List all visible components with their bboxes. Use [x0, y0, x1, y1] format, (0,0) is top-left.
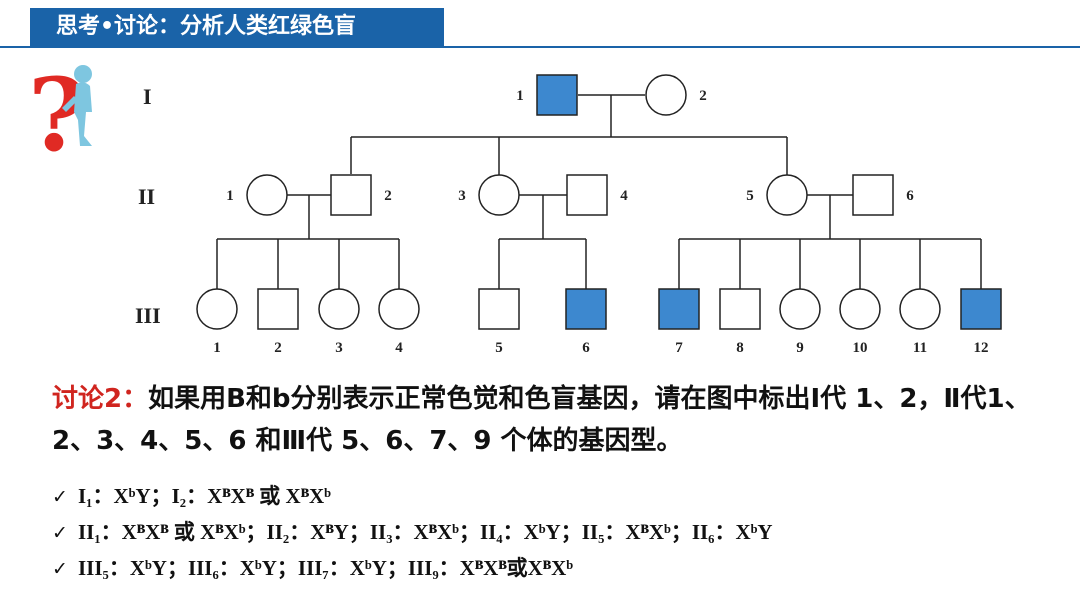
page-title: 思考•讨论：分析人类红绿色盲 [30, 8, 444, 46]
gen3-female-10 [839, 288, 881, 330]
answer-row: ✓ I₁：XᵇY；I₂：XᴮXᴮ 或 XᴮXᵇ [52, 478, 1062, 514]
gen3-number-10: 10 [853, 340, 868, 356]
gen3-number-5: 5 [495, 340, 503, 356]
gen3-male-12-affected [960, 288, 1002, 330]
gen3-number-1: 1 [213, 340, 221, 356]
gen3-female-1 [196, 288, 238, 330]
gen2-number-4: 4 [620, 188, 628, 204]
gen3-number-2: 2 [274, 340, 282, 356]
title-divider [0, 46, 1080, 48]
gen3-number-3: 3 [335, 340, 343, 356]
gen3-female-3 [318, 288, 360, 330]
check-icon: ✓ [52, 486, 68, 508]
discussion-question: 讨论2：如果用B和b分别表示正常色觉和色盲基因，请在图中标出Ⅰ代 1、2，Ⅱ代1… [52, 378, 1052, 462]
gen3-male-5 [478, 288, 520, 330]
gen3-female-4 [378, 288, 420, 330]
gen3-number-9: 9 [796, 340, 804, 356]
gen3-male-2 [257, 288, 299, 330]
gen2-male-6 [852, 174, 894, 216]
gen3-number-6: 6 [582, 340, 590, 356]
gen2-female-3 [478, 174, 520, 216]
question-mark-icon: ? [28, 56, 92, 174]
gen3-number-7: 7 [675, 340, 683, 356]
gen1-number-2: 2 [699, 88, 707, 104]
gen3-number-8: 8 [736, 340, 744, 356]
gen1-female-2 [645, 74, 687, 116]
gen3-female-11 [899, 288, 941, 330]
generation-label-3: III [135, 303, 161, 328]
answer-text: II₁：XᴮXᴮ 或 XᴮXᵇ；II₂：XᴮY；II₃：XᴮXᵇ；II₄：XᵇY… [78, 520, 773, 544]
answer-row: ✓ II₁：XᴮXᴮ 或 XᴮXᵇ；II₂：XᴮY；II₃：XᴮXᵇ；II₄：Xᵇ… [52, 514, 1062, 550]
check-icon: ✓ [52, 558, 68, 580]
gen1-male-1-affected [536, 74, 578, 116]
gen3-number-12: 12 [974, 340, 989, 356]
check-icon: ✓ [52, 522, 68, 544]
gen2-number-2: 2 [384, 188, 392, 204]
discussion-tag: 讨论2： [52, 384, 149, 414]
gen1-number-1: 1 [516, 88, 524, 104]
gen2-female-5 [766, 174, 808, 216]
pedigree-lines [216, 94, 982, 290]
answer-list: ✓ I₁：XᵇY；I₂：XᴮXᴮ 或 XᴮXᵇ ✓ II₁：XᴮXᴮ 或 XᴮXᵇ；… [52, 478, 1062, 586]
gen2-number-1: 1 [226, 188, 234, 204]
answer-row: ✓ III₅：XᵇY；III₆：XᵇY；III₇：XᵇY；III₉：XᴮXᴮ或Xᴮ… [52, 550, 1062, 586]
discussion-text: 如果用B和b分别表示正常色觉和色盲基因，请在图中标出Ⅰ代 1、2，Ⅱ代1、2、3… [52, 384, 1031, 456]
gen2-male-2 [330, 174, 372, 216]
generation-label-2: II [138, 184, 155, 209]
gen3-male-8 [719, 288, 761, 330]
gen3-male-7-affected [658, 288, 700, 330]
answer-text: III₅：XᵇY；III₆：XᵇY；III₇：XᵇY；III₉：XᴮXᴮ或XᴮX… [78, 556, 574, 580]
generation-label-1: I [143, 84, 152, 109]
gen2-number-6: 6 [906, 188, 914, 204]
gen3-female-9 [779, 288, 821, 330]
gen3-male-6-affected [565, 288, 607, 330]
gen2-female-1 [246, 174, 288, 216]
gen2-number-3: 3 [458, 188, 466, 204]
gen3-number-4: 4 [395, 340, 403, 356]
gen2-number-5: 5 [746, 188, 754, 204]
pedigree-chart: ? I II III [28, 56, 1002, 356]
answer-text: I₁：XᵇY；I₂：XᴮXᴮ 或 XᴮXᵇ [78, 484, 331, 508]
gen2-male-4 [566, 174, 608, 216]
gen3-number-11: 11 [913, 340, 927, 356]
